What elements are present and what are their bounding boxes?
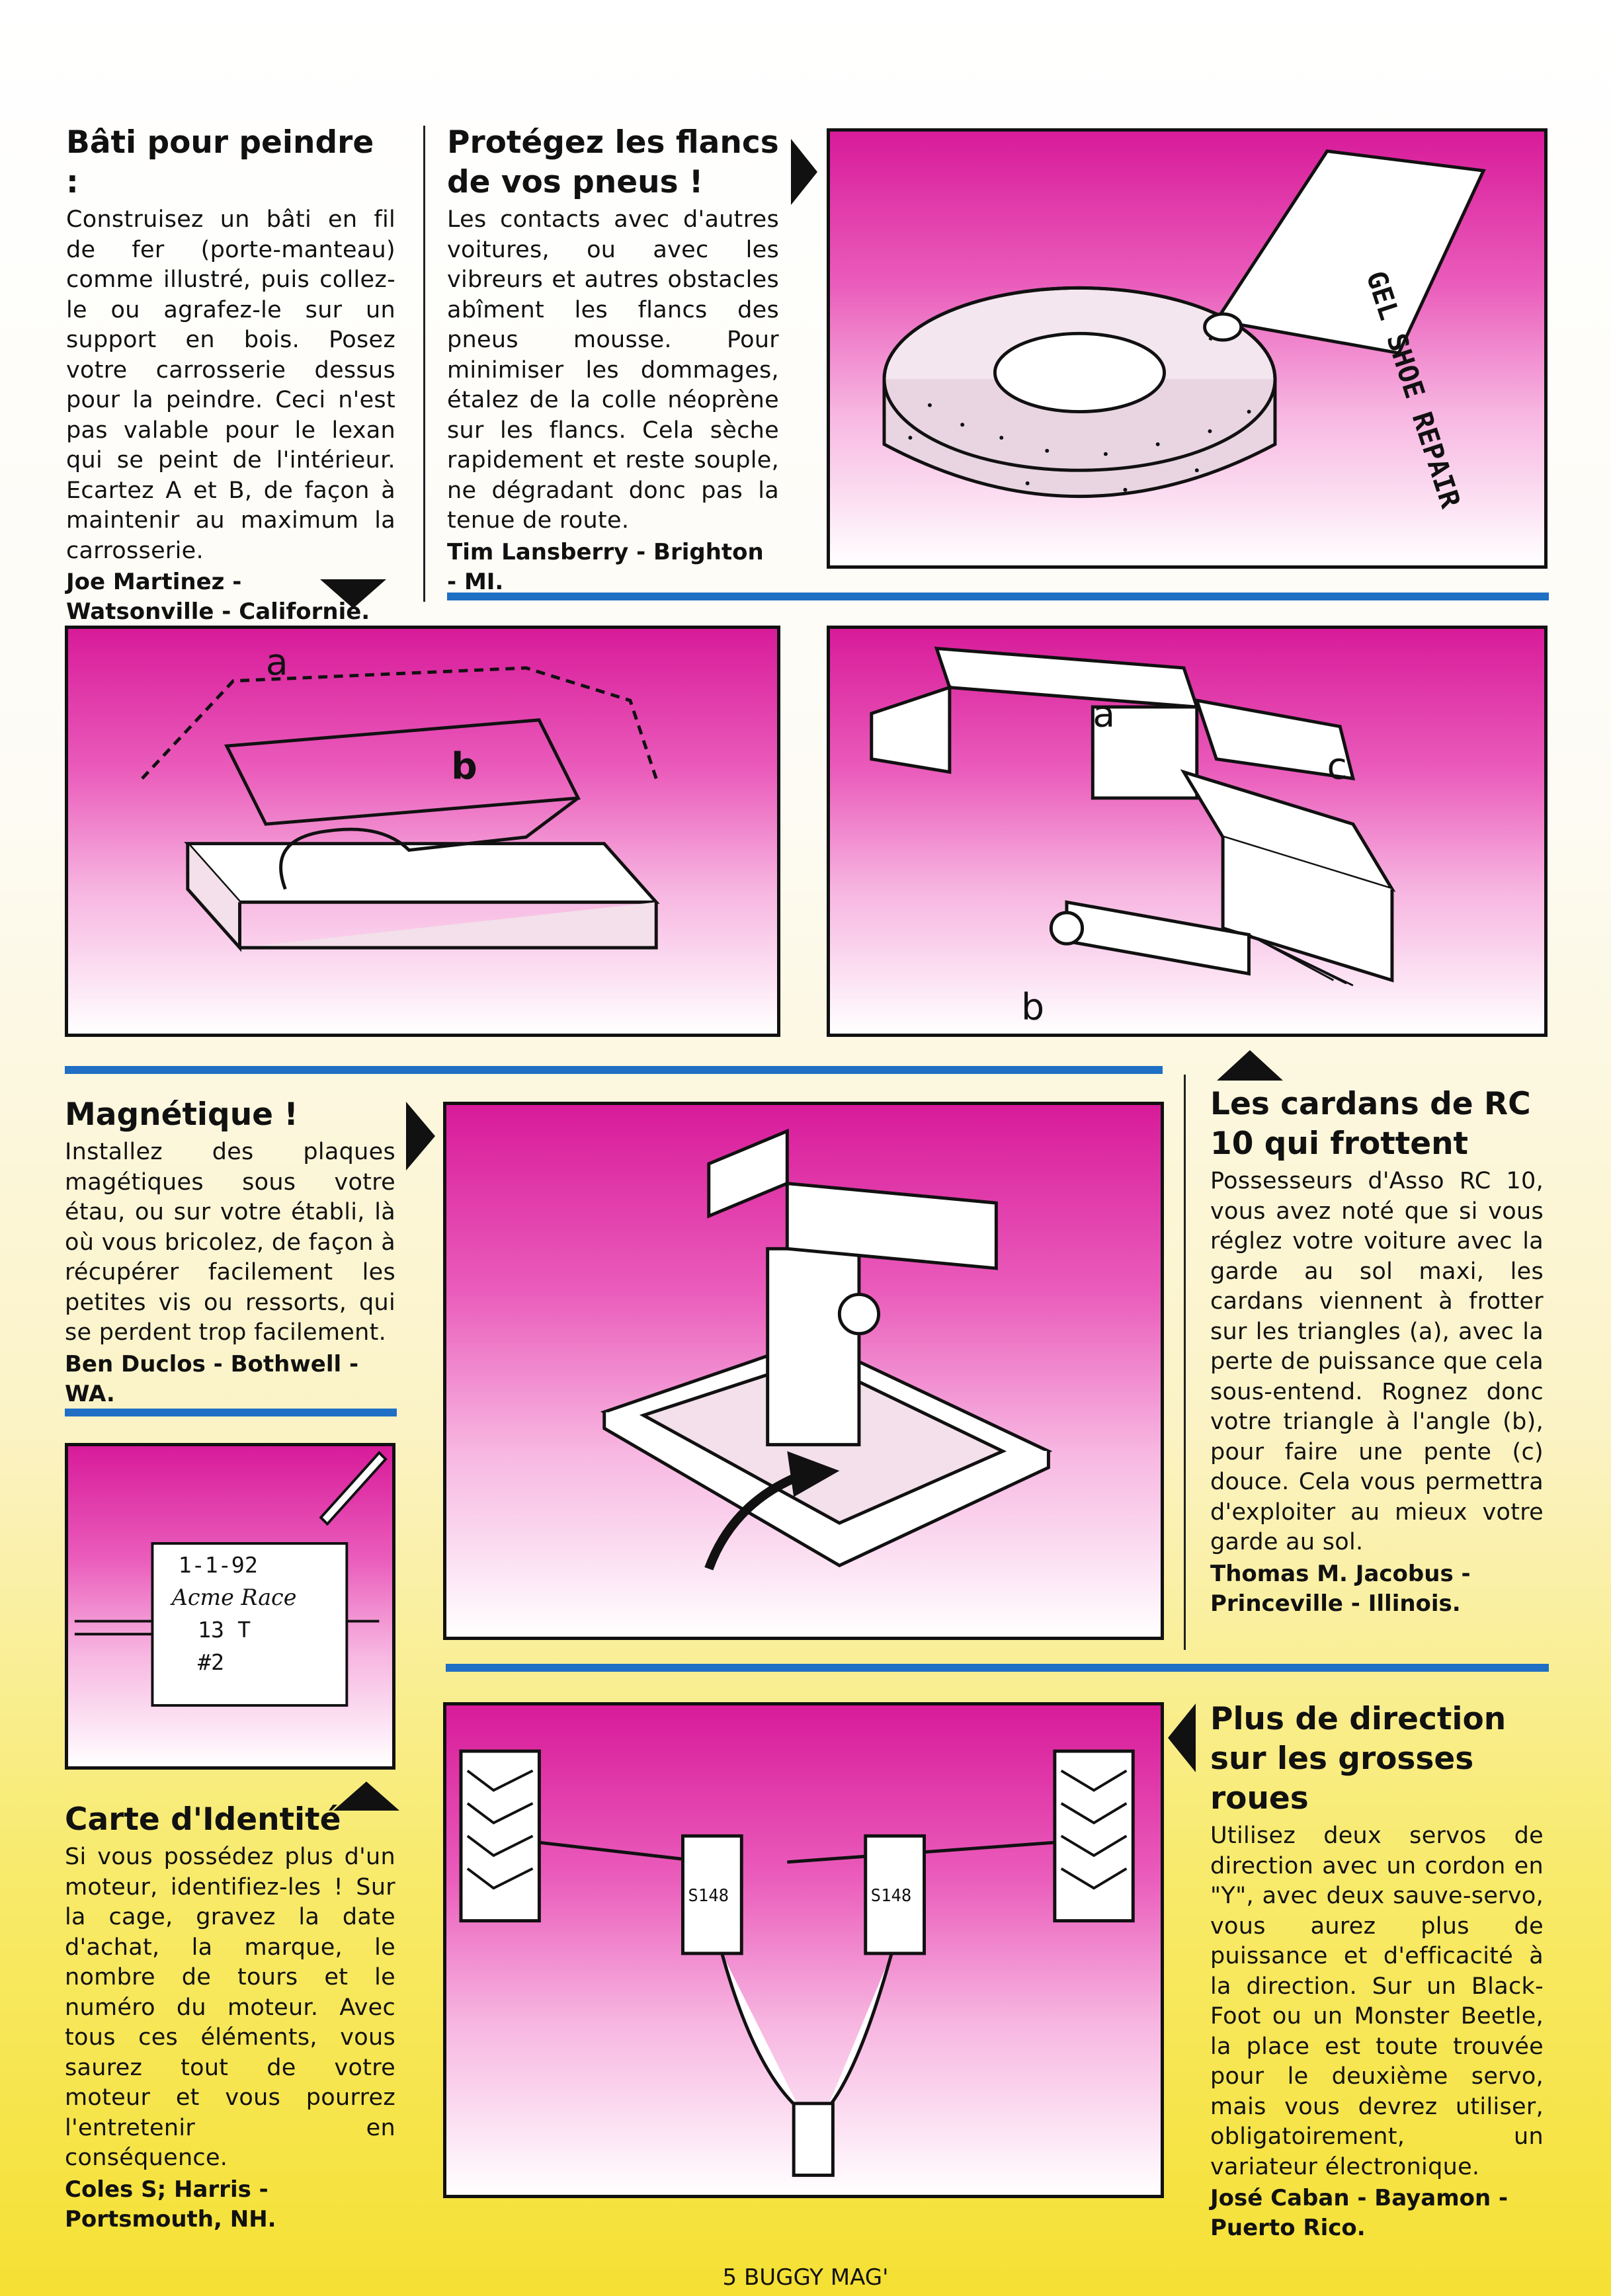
- article-title: Bâti pour peindre :: [66, 124, 374, 200]
- article-title: Carte d'Identité: [65, 1801, 341, 1838]
- label-c: c: [1327, 745, 1347, 787]
- arrow-up-icon: [333, 1782, 399, 1811]
- article-bati: Bâti pour peindre : Construisez un bâti …: [66, 123, 395, 627]
- motor-number: #2: [198, 1649, 224, 1675]
- section-rule: [446, 1664, 1549, 1672]
- illustration-vice: [443, 1102, 1164, 1640]
- article-body: Construisez un bâti en fil de fer (porte…: [66, 206, 395, 564]
- tyre-glue-drawing: GEL SHOE REPAIR: [882, 149, 1486, 512]
- label-a: a: [1093, 693, 1115, 735]
- article-body: Les contacts avec d'autres voitures, ou …: [447, 206, 779, 534]
- article-magnetique: Magnétique ! Installez des plaques magét…: [65, 1095, 395, 1409]
- servo-label-right: S148: [871, 1886, 912, 1906]
- article-credit: Coles S; Harris - Portsmouth, NH.: [65, 2176, 276, 2233]
- illustration-bati: a b: [65, 626, 780, 1037]
- illustration-cardans: a b c: [827, 626, 1548, 1037]
- article-credit: Ben Duclos - Bothwell - WA.: [65, 1350, 359, 1407]
- article-title: Protégez les flancs de vos pneus !: [447, 124, 779, 200]
- motor-brand: Acme Race: [170, 1584, 297, 1610]
- arrow-down-icon: [320, 579, 386, 608]
- article-credit: José Caban - Bayamon - Puerto Rico.: [1210, 2185, 1508, 2241]
- column-divider: [423, 126, 425, 602]
- arrow-up-icon: [1217, 1050, 1283, 1081]
- label-a: a: [266, 641, 288, 683]
- arrow-left-icon: [1168, 1703, 1196, 1772]
- article-credit: Thomas M. Jacobus - Princeville - Illino…: [1210, 1560, 1471, 1617]
- article-direction: Plus de direction sur les grosses roues …: [1210, 1700, 1544, 2243]
- illustration-motor: 1-1-92 Acme Race 13 T #2: [65, 1443, 395, 1770]
- label-b: b: [1021, 985, 1044, 1028]
- motor-date: 1-1-92: [179, 1552, 258, 1578]
- article-body: Utilisez deux servos de direction avec u…: [1210, 1823, 1544, 2180]
- article-title: Magnétique !: [65, 1096, 298, 1133]
- article-cardans: Les cardans de RC 10 qui frottent Posses…: [1210, 1085, 1544, 1619]
- article-body: Si vous possédez plus d'un moteur, ident…: [65, 1844, 395, 2171]
- arrow-right-icon: [406, 1102, 435, 1170]
- article-identite: Carte d'Identité Si vous possédez plus d…: [65, 1800, 395, 2234]
- servos-drawing: S148 S148: [459, 1749, 1135, 2177]
- illustration-tyre-glue: GEL SHOE REPAIR: [827, 128, 1548, 569]
- motor-drawing: 1-1-92 Acme Race 13 T #2: [74, 1450, 388, 1707]
- label-b: b: [451, 745, 477, 787]
- column-divider: [1184, 1075, 1186, 1650]
- article-credit: Joe Martinez - Watsonville - Californie.: [66, 569, 370, 625]
- article-body: Installez des plaques magétiques sous vo…: [65, 1139, 395, 1346]
- servo-label-left: S148: [688, 1886, 729, 1906]
- section-rule: [65, 1409, 397, 1416]
- vice-drawing: [600, 1128, 1053, 1571]
- article-title: Les cardans de RC 10 qui frottent: [1210, 1086, 1531, 1162]
- article-credit: Tim Lansberry - Brighton - MI.: [447, 538, 764, 595]
- page-footer: 5 BUGGY MAG': [722, 2264, 889, 2291]
- motor-turns: 13 T: [198, 1617, 251, 1643]
- arrow-right-icon: [791, 139, 817, 205]
- article-pneus: Protégez les flancs de vos pneus ! Les c…: [447, 123, 779, 597]
- section-rule: [65, 1066, 1163, 1074]
- article-title: Plus de direction sur les grosses roues: [1210, 1701, 1507, 1817]
- bati-drawing: a b: [141, 641, 660, 952]
- section-rule: [447, 593, 1549, 600]
- article-body: Possesseurs d'Asso RC 10, vous avez noté…: [1210, 1168, 1544, 1555]
- illustration-servos: S148 S148: [443, 1702, 1164, 2198]
- cardans-drawing: a b c: [870, 646, 1396, 1028]
